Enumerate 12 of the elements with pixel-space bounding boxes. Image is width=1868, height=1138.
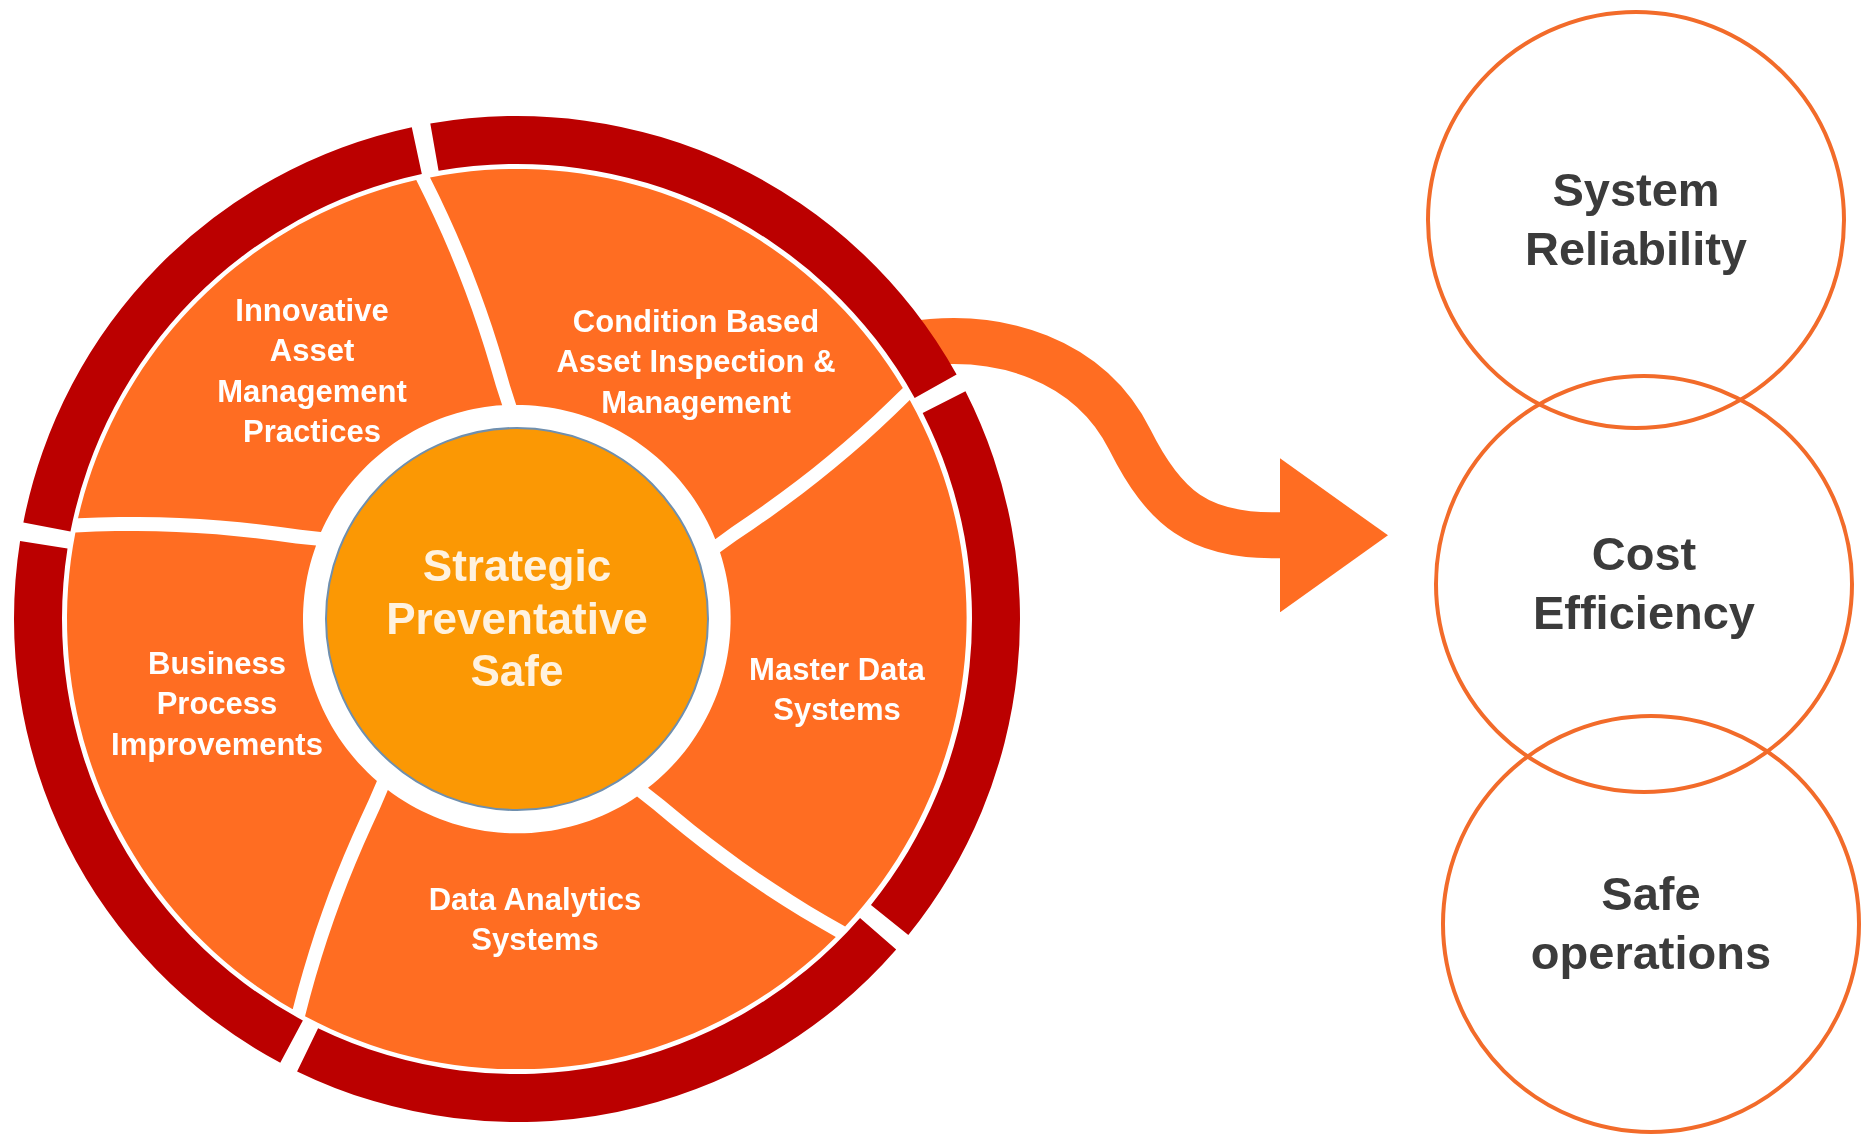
hub-label: Strategic Preventative Safe	[385, 539, 649, 698]
segment-label: Master Data Systems	[748, 650, 926, 729]
segment-label: Condition Based Asset Inspection & Management	[555, 302, 837, 422]
outcome-label: System Reliability	[1524, 162, 1748, 277]
outcome-label: Safe operations	[1529, 866, 1773, 981]
outcome-circle	[1441, 714, 1861, 1134]
segment-label: Innovative Asset Management Practices	[216, 292, 408, 452]
segment-label: Business Process Improvements	[110, 644, 324, 764]
outcome-circle	[1434, 374, 1854, 794]
outcome-circle	[1426, 10, 1846, 430]
segment-label: Data Analytics Systems	[427, 880, 643, 959]
outcome-label: Cost Efficiency	[1531, 526, 1756, 641]
